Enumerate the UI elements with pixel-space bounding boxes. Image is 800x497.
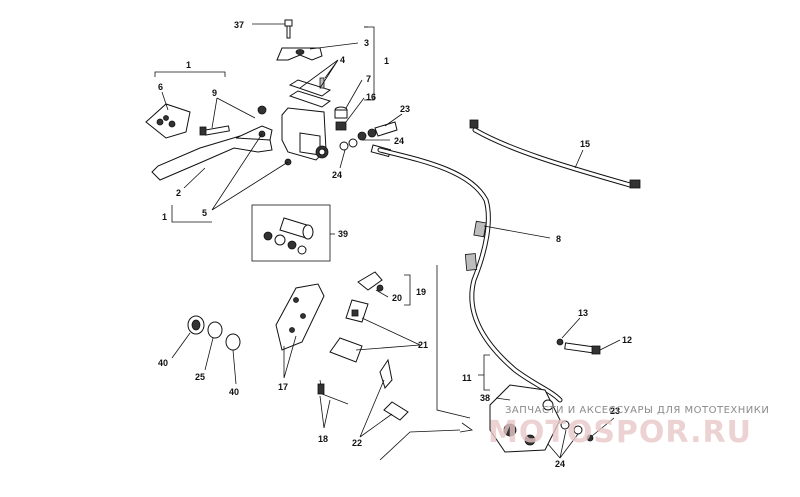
callout-39: 39 (338, 229, 348, 239)
callout-23-top: 23 (400, 104, 410, 114)
leader-lines (154, 23, 621, 461)
callout-4: 4 (340, 55, 345, 65)
callout-40-left: 40 (158, 358, 168, 368)
callout-23-bottom: 23 (610, 406, 620, 416)
callout-1-lower-left: 1 (162, 212, 167, 222)
brake-caliper (489, 338, 601, 453)
callout-25: 25 (195, 372, 205, 382)
callout-19: 19 (416, 287, 426, 297)
callout-16: 16 (366, 92, 376, 102)
callout-20: 20 (392, 293, 402, 303)
caliper-bolts (379, 358, 409, 421)
pad-retainer-pin (357, 271, 384, 292)
callout-38: 38 (480, 393, 490, 403)
callout-40-right: 40 (229, 387, 239, 397)
callout-18: 18 (318, 434, 328, 444)
watermark-tagline: ЗАПЧАСТИ И АКСЕССУАРЫ ДЛЯ МОТОТЕХНИКИ (505, 405, 769, 416)
callout-13: 13 (578, 308, 588, 318)
callout-7: 7 (366, 74, 371, 84)
callout-12: 12 (622, 335, 632, 345)
callout-1-top-left: 1 (186, 60, 191, 70)
callout-24-bottom: 24 (555, 459, 565, 469)
brake-pads (329, 299, 369, 363)
callout-5: 5 (202, 208, 207, 218)
callout-1-right: 1 (384, 56, 389, 66)
callout-6: 6 (158, 82, 163, 92)
callout-24-top: 24 (394, 136, 404, 146)
callout-21: 21 (418, 340, 428, 350)
callout-17: 17 (278, 382, 288, 392)
master-cylinder-assembly (276, 19, 398, 161)
pad-pin (317, 379, 349, 405)
callout-15: 15 (580, 139, 590, 149)
callout-9: 9 (212, 88, 217, 98)
callout-3: 3 (364, 38, 369, 48)
callout-37: 37 (234, 20, 244, 30)
lever-adjuster-block (145, 103, 191, 139)
callout-11: 11 (462, 373, 472, 383)
callout-8: 8 (556, 234, 561, 244)
piston-kit-box (251, 204, 331, 262)
callout-22: 22 (352, 438, 362, 448)
watermark-brand: MOTOSPOR.RU (488, 415, 752, 450)
watermark: MOTOSPOR.RU ЗАПЧАСТИ И АКСЕССУАРЫ ДЛЯ МО… (488, 405, 769, 450)
caliper-bracket (275, 283, 325, 351)
callout-2: 2 (176, 188, 181, 198)
callout-labels: 1 1 1 2 3 4 5 6 7 8 9 11 12 13 15 16 17 … (158, 20, 632, 469)
caliper-seals (187, 315, 241, 351)
callout-24-mid: 24 (332, 170, 342, 180)
